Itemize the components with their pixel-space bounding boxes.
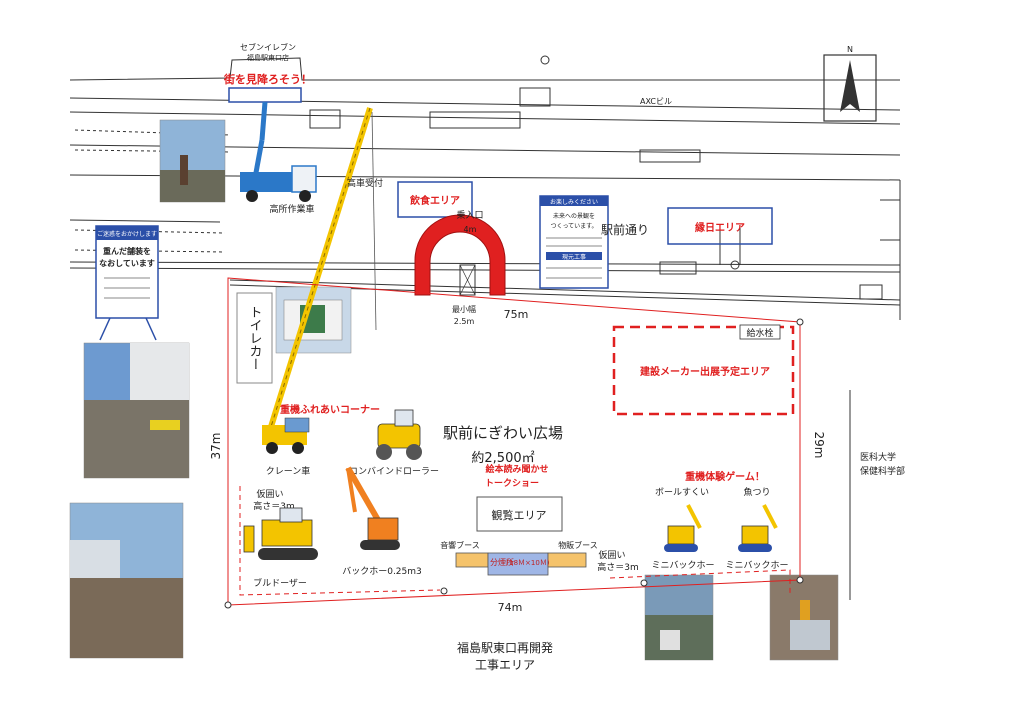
roller-label: コンバインドローラー bbox=[349, 466, 439, 477]
fence1-label: 仮囲い bbox=[256, 488, 283, 500]
sign-left-body1: 重んだ舗装を bbox=[103, 246, 151, 256]
sign-left-body2: なおしています bbox=[99, 259, 155, 268]
sign-center-header: お楽しみください bbox=[550, 198, 598, 206]
food-area-label: 飲食エリア bbox=[409, 194, 460, 207]
min-width-value: 2.5m bbox=[454, 317, 475, 326]
sales-area-label: 縁日エリア bbox=[695, 221, 745, 234]
hydrant-label: 給水栓 bbox=[746, 327, 773, 339]
street-linework bbox=[69, 55, 901, 320]
plaza-label: 駅前にぎわい広場 bbox=[443, 424, 563, 442]
temp-fence-line bbox=[239, 486, 791, 596]
crane-truck-icon bbox=[262, 107, 377, 454]
ball-scoop-label: ボールすくい bbox=[655, 487, 709, 498]
ekimae-dori-label: 駅前通り bbox=[601, 222, 649, 237]
univ-label: 医科大学 bbox=[860, 451, 896, 463]
photo-ball-scoop bbox=[644, 574, 714, 661]
dist-74-label: 74m bbox=[498, 601, 523, 614]
viewing-area-box bbox=[476, 496, 563, 532]
dist-75-label: 75m bbox=[504, 308, 529, 321]
rest-detail-label: (18Ｍ×10Ｍ) bbox=[506, 559, 549, 567]
axc-label: AXCビル bbox=[640, 97, 672, 106]
picture-book-label: 絵本読み聞かせ bbox=[485, 463, 548, 475]
builder-area-label: 建設メーカー出展予定エリア bbox=[639, 365, 770, 378]
mini-backhoe-2-icon bbox=[738, 504, 778, 552]
backhoe-label: バックホー0.25m3 bbox=[342, 566, 422, 577]
aerial-bucket bbox=[228, 87, 302, 103]
combined-roller-icon bbox=[376, 409, 422, 460]
merch-booth-label: 物販ブース bbox=[558, 540, 598, 550]
notice-sign-center: お楽しみください 未来への景観を つくっています。 現元工事 bbox=[539, 195, 609, 289]
heavy-game-label: 重機体験ゲーム！ bbox=[685, 470, 765, 483]
fence2-height: 高さ＝3m bbox=[597, 561, 639, 573]
north-label: N bbox=[847, 45, 853, 54]
seven-eleven-sub-label: 福島駅東口店 bbox=[247, 53, 289, 62]
builder-area-box bbox=[612, 325, 795, 416]
mini-backhoe-1-icon bbox=[664, 504, 702, 552]
univ-label-2: 保健科学部 bbox=[860, 465, 905, 477]
bulldozer-icon bbox=[243, 507, 318, 560]
crane-label: クレーン車 bbox=[266, 465, 311, 477]
aerial-truck-label: 高所作業車 bbox=[269, 203, 314, 215]
dist-29-label: 29m bbox=[812, 432, 826, 459]
construction-label-1: 福島駅東口再開発 bbox=[457, 640, 553, 655]
heavy-touch-label: 重機ふれあいコーナー bbox=[280, 403, 380, 416]
bulldozer-label: ブルドーザー bbox=[253, 577, 307, 589]
audio-booth-box bbox=[455, 552, 489, 568]
sign-center-footer: 現元工事 bbox=[562, 253, 586, 261]
notice-sign-left: ご迷惑をおかけします 重んだ舗装を なおしています bbox=[95, 225, 159, 341]
min-width-label: 最小幅 bbox=[452, 304, 476, 314]
plaza-area-label: 約2,500㎡ bbox=[471, 451, 534, 466]
fence2-label: 仮囲い bbox=[598, 549, 625, 561]
sign-center-line1: 未来への景観を bbox=[553, 212, 595, 220]
food-area-box bbox=[397, 181, 473, 218]
talk-show-label: トークショー bbox=[485, 478, 539, 489]
entrance-label: 乗入口 bbox=[456, 209, 483, 221]
toilet-car-label: トイレカー bbox=[247, 306, 262, 371]
photo-site-fence bbox=[83, 342, 190, 479]
toilet-car-box bbox=[236, 292, 273, 384]
seven-eleven-label: セブンイレブン bbox=[240, 42, 296, 52]
audio-booth-label: 音響ブース bbox=[440, 540, 480, 550]
mini-bh1-label: ミニバックホー bbox=[651, 560, 714, 571]
mini-bh2-label: ミニバックホー bbox=[725, 560, 788, 571]
photo-fishing bbox=[769, 574, 839, 661]
sign-left-title: ご迷惑をおかけします bbox=[97, 230, 157, 238]
reception-label: 高車受付 bbox=[347, 177, 383, 189]
fishing-label: 魚つり bbox=[743, 486, 770, 498]
photo-site-ground bbox=[69, 502, 184, 659]
merch-booth-box bbox=[547, 552, 587, 568]
rest-label: 分煙所 bbox=[490, 557, 514, 567]
sales-area-box bbox=[667, 207, 773, 245]
viewing-label: 観覧エリア bbox=[492, 508, 547, 522]
backhoe-icon bbox=[345, 466, 400, 550]
balloon-arch-icon bbox=[414, 214, 506, 296]
sign-center-line2: つくっています。 bbox=[550, 223, 597, 230]
compass-north-icon: N bbox=[823, 45, 877, 122]
dist-37-label: 37m bbox=[209, 433, 223, 460]
photo-tower bbox=[159, 119, 226, 203]
entrance-width-label: 4m bbox=[464, 225, 477, 234]
look-down-label: 街を見降ろそう！ bbox=[223, 72, 312, 86]
construction-label-2: 工事エリア bbox=[475, 658, 535, 672]
aerial-work-truck-icon bbox=[240, 101, 317, 202]
